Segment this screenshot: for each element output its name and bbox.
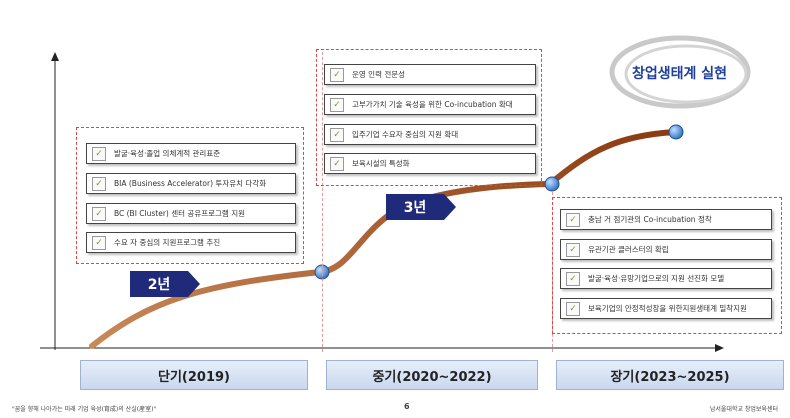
footer-slogan: "꿈을 향해 나아가는 미래 기업 육성(育成)의 산실(産室)" [12,406,157,413]
period-mid: 중기(2020~2022) [326,360,538,390]
check-icon: ✓ [92,176,106,191]
milestone-marker-long [668,124,684,140]
check-icon: ✓ [92,206,106,221]
mid-item-2: ✓ 고부가가치 기술 육성을 위한 Co-incubation 확대 [324,94,536,115]
check-icon: ✓ [566,242,580,257]
period-short: 단기(2019) [80,360,308,390]
mid-item-3: ✓ 입주기업 수요자 중심의 지원 확대 [324,124,536,145]
check-icon: ✓ [566,301,580,316]
duration-arrow-short: 2년 [130,271,200,297]
check-icon: ✓ [330,67,344,82]
period-long-label: 장기(2023~2025) [610,369,730,385]
mid-term-group [316,49,542,186]
short-item-3: ✓ BC (BI Cluster) 센터 공유프로그램 지원 [86,203,296,224]
short-item-4: ✓ 수요 자 중심의 지원프로그램 추진 [86,232,296,253]
check-icon: ✓ [330,127,344,142]
divider-short-mid [322,52,323,352]
long-item-2: ✓ 유관기관 클러스터의 확립 [560,239,772,260]
mid-item-4: ✓ 보육시설의 특성화 [324,153,536,174]
item-label: 보육시설의 특성화 [352,159,410,168]
footer-organization: 남서울대학교 창업보육센터 [709,406,778,413]
long-term-group [552,197,782,334]
item-label: 유관기관 클러스터의 확립 [588,245,669,254]
check-icon: ✓ [566,271,580,286]
check-icon: ✓ [566,212,580,227]
item-label: 보육기업의 안정적성장을 위한지원생태계 밀착지원 [588,304,747,313]
duration-arrow-mid-label: 3년 [403,200,427,216]
item-label: 발굴·육성·유망기업으로의 지원 선진화 모델 [588,274,725,283]
check-icon: ✓ [330,156,344,171]
page-number: 6 [404,402,410,411]
item-label: 고부가가치 기술 육성을 위한 Co-incubation 확대 [352,100,513,109]
item-label: 운영 인력 전문성 [352,70,406,79]
short-term-group [76,127,304,264]
item-label: BIA (Business Accelerator) 투자유치 다각화 [114,179,267,188]
short-item-2: ✓ BIA (Business Accelerator) 투자유치 다각화 [86,173,296,194]
milestone-marker-mid [544,176,560,192]
goal-swirl [609,35,751,109]
long-item-3: ✓ 발굴·육성·유망기업으로의 지원 선진화 모델 [560,268,772,289]
mid-item-1: ✓ 운영 인력 전문성 [324,64,536,85]
item-label: 수요 자 중심의 지원프로그램 추진 [114,238,221,247]
period-short-label: 단기(2019) [158,369,230,385]
period-mid-label: 중기(2020~2022) [372,369,492,385]
check-icon: ✓ [330,97,344,112]
short-item-1: ✓ 발굴·육성·졸업 의체계적 관리표준 [86,143,296,164]
x-axis-arrowhead [715,344,724,352]
long-item-1: ✓ 충남 거 점기관의 Co-incubation 정착 [560,209,772,230]
goal-label: 창업생태계 실현 [631,66,728,82]
check-icon: ✓ [92,146,106,161]
duration-arrow-short-label: 2년 [147,277,171,293]
period-long: 장기(2023~2025) [556,360,784,390]
item-label: 발굴·육성·졸업 의체계적 관리표준 [114,149,221,158]
item-label: 입주기업 수요자 중심의 지원 확대 [352,130,459,139]
duration-arrow-mid: 3년 [386,194,456,220]
y-axis-arrowhead [51,52,59,61]
long-item-4: ✓ 보육기업의 안정적성장을 위한지원생태계 밀착지원 [560,298,772,319]
item-label: BC (BI Cluster) 센터 공유프로그램 지원 [114,209,245,218]
item-label: 충남 거 점기관의 Co-incubation 정착 [588,215,712,224]
check-icon: ✓ [92,235,106,250]
